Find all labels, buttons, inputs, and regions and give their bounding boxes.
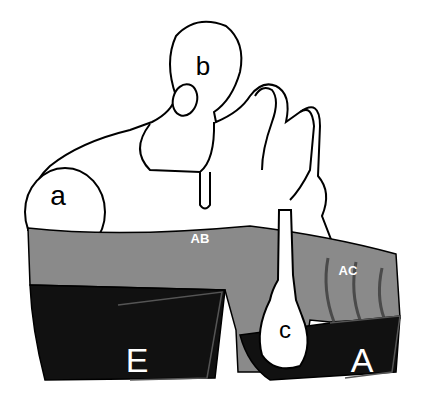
part-label: a — [50, 182, 66, 210]
region-outline — [118, 292, 222, 380]
vessel-outline — [255, 88, 276, 170]
stripe — [326, 258, 334, 322]
part-label: AB — [191, 232, 210, 245]
part-outline — [260, 210, 308, 368]
region-outline — [330, 316, 400, 378]
part-label: c — [279, 318, 291, 342]
vessel-outline — [290, 110, 314, 200]
ring-outline — [169, 81, 200, 118]
stripe — [379, 268, 384, 318]
part-label: AC — [339, 264, 358, 277]
part-label: E — [126, 343, 149, 377]
part-label: b — [196, 53, 210, 79]
vessel-outline — [200, 172, 210, 209]
vessel-outline — [140, 122, 214, 172]
dark-region — [30, 285, 225, 380]
part-label: A — [351, 343, 374, 377]
